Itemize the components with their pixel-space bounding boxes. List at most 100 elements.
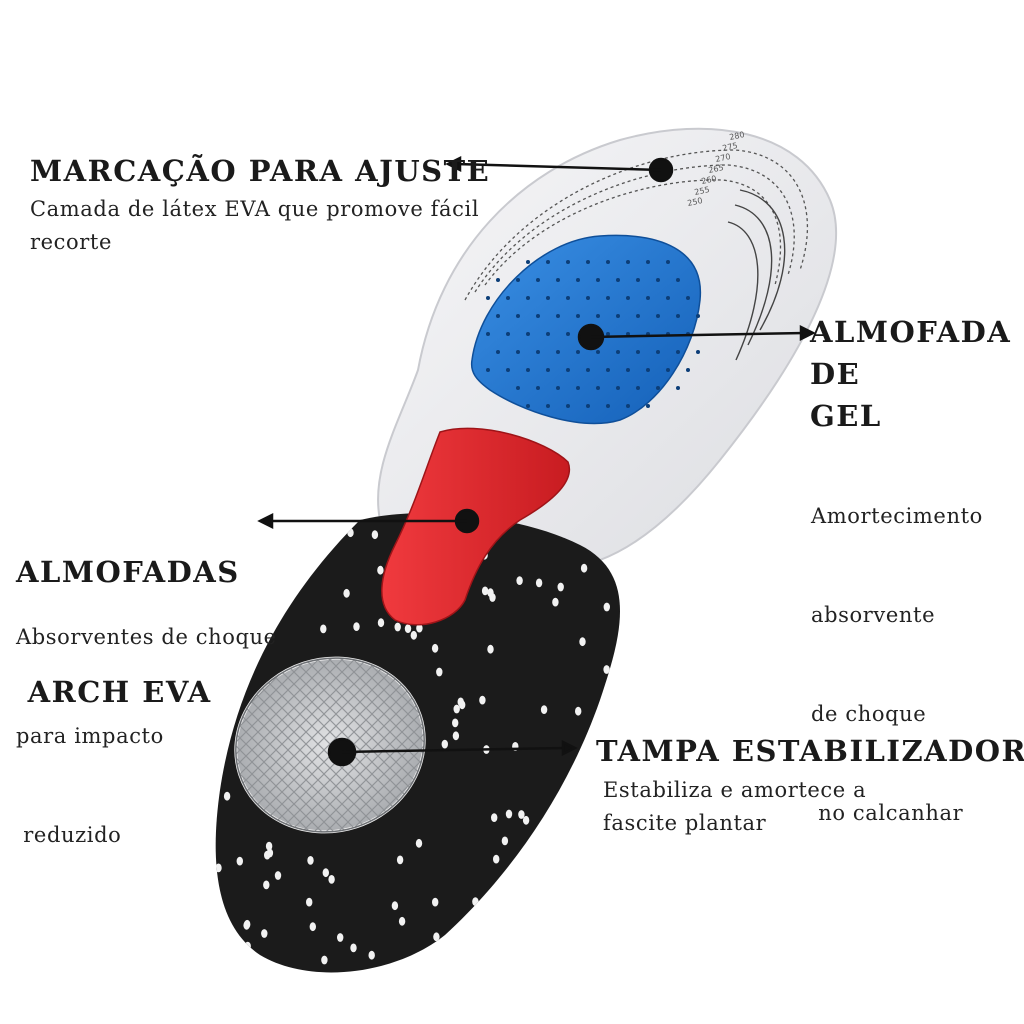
heel-perforation	[522, 815, 530, 825]
heel-perforation	[307, 856, 314, 865]
heel-perforation	[350, 943, 357, 953]
gel-perforation	[546, 404, 550, 408]
gel-perforation	[696, 314, 700, 318]
heel-perforation	[377, 618, 385, 628]
gel-perforation	[506, 368, 510, 372]
heel-perforation	[452, 731, 460, 741]
gel-perforation	[586, 260, 590, 264]
gel-perforation	[666, 296, 670, 300]
heel-perforation	[404, 624, 412, 633]
heel-perforation	[519, 875, 526, 885]
heel-perforation	[518, 810, 525, 819]
gel-perforation	[626, 260, 630, 264]
gel-perforation	[606, 368, 610, 372]
heel-perforation	[309, 922, 316, 932]
gel-perforation	[656, 350, 660, 354]
callout-desc-stabilizer-cap: Estabiliza e amortece a fascite plantar	[603, 774, 866, 840]
gel-perforation	[626, 296, 630, 300]
gel-perforation	[486, 296, 490, 300]
heel-perforation	[265, 841, 273, 851]
gel-perforation	[546, 296, 550, 300]
heel-perforation	[501, 836, 509, 846]
heel-perforation	[435, 971, 442, 973]
heel-perforation	[245, 525, 252, 535]
gel-perforation	[546, 260, 550, 264]
callout-pointers	[257, 155, 816, 767]
heel-perforation	[263, 880, 270, 890]
callout-desc-trim-markings: Camada de látex EVA que promove fácil re…	[30, 193, 479, 259]
callout-desc-arch-pads: Absorventes de choque para impacto reduz…	[16, 555, 277, 918]
heel-perforation	[244, 941, 251, 951]
heel-perforation	[243, 920, 250, 930]
gel-perforation	[496, 278, 500, 282]
heel-perforation	[248, 971, 255, 973]
size-mark-label: 275	[722, 141, 739, 153]
heel-perforation	[535, 578, 543, 588]
gel-perforation	[686, 296, 690, 300]
heel-perforation	[453, 704, 460, 714]
gel-perforation	[646, 260, 650, 264]
gel-perforation	[536, 314, 540, 318]
gel-perforation	[606, 260, 610, 264]
desc-line: no calcanhar	[811, 801, 964, 825]
heel-perforation	[347, 528, 354, 538]
heel-perforation	[321, 955, 328, 965]
heel-perforation	[328, 875, 335, 884]
heel-perforation	[516, 576, 523, 585]
gel-perforation	[616, 314, 620, 318]
heel-perforation	[261, 929, 268, 938]
heel-perforation	[534, 936, 541, 946]
desc-line: Amortecimento	[811, 504, 983, 528]
heel-perforation	[489, 593, 496, 602]
gel-perforation	[666, 260, 670, 264]
gel-perforation	[596, 386, 600, 390]
gel-perforation	[676, 386, 680, 390]
title-line: TAMPA ESTABILIZADORA	[596, 734, 1024, 768]
size-mark-label: 260	[701, 174, 718, 186]
gel-perforation	[496, 350, 500, 354]
gel-perforation	[516, 386, 520, 390]
pointer-trim-markings	[445, 155, 674, 183]
gel-perforation	[636, 314, 640, 318]
heel-perforation	[433, 932, 440, 942]
size-mark-label: 255	[694, 185, 711, 197]
desc-line: Estabiliza e amortece a	[603, 778, 867, 802]
heel-perforation	[563, 961, 571, 970]
heel-perforation	[589, 800, 596, 810]
heel-perforation	[505, 809, 513, 819]
gel-perforation	[656, 386, 660, 390]
heel-perforation	[493, 854, 500, 864]
heel-perforation	[573, 847, 580, 857]
heel-perforation	[457, 697, 464, 707]
title-line: ALMOFADA	[810, 315, 1012, 349]
heel-perforation	[415, 838, 423, 848]
gel-perforation	[526, 296, 530, 300]
heel-perforation	[284, 538, 291, 548]
heel-perforation	[575, 706, 582, 716]
pointer-stabilizer-cap	[327, 737, 578, 767]
heel-perforation	[343, 588, 350, 598]
desc-line: de choque	[811, 702, 927, 726]
gel-perforation	[566, 260, 570, 264]
gel-perforation	[576, 350, 580, 354]
gel-perforation	[636, 350, 640, 354]
heel-perforation	[479, 695, 486, 705]
gel-perforation	[636, 386, 640, 390]
gel-perforation	[676, 278, 680, 282]
gel-perforation	[486, 332, 490, 336]
gel-perforation	[696, 350, 700, 354]
heel-perforation	[453, 959, 460, 969]
heel-perforation	[482, 915, 489, 925]
heel-perforation	[557, 582, 564, 592]
heel-perforation	[431, 643, 439, 653]
heel-perforation	[320, 624, 327, 634]
heel-perforation	[540, 705, 548, 714]
gel-perforation	[506, 296, 510, 300]
desc-line: Camada de látex EVA que promove fácil	[30, 197, 480, 221]
gel-perforation	[626, 332, 630, 336]
callout-title-stabilizer-cap: TAMPA ESTABILIZADORA	[596, 731, 1024, 771]
gel-perforation	[526, 404, 530, 408]
heel-perforation	[441, 739, 448, 749]
